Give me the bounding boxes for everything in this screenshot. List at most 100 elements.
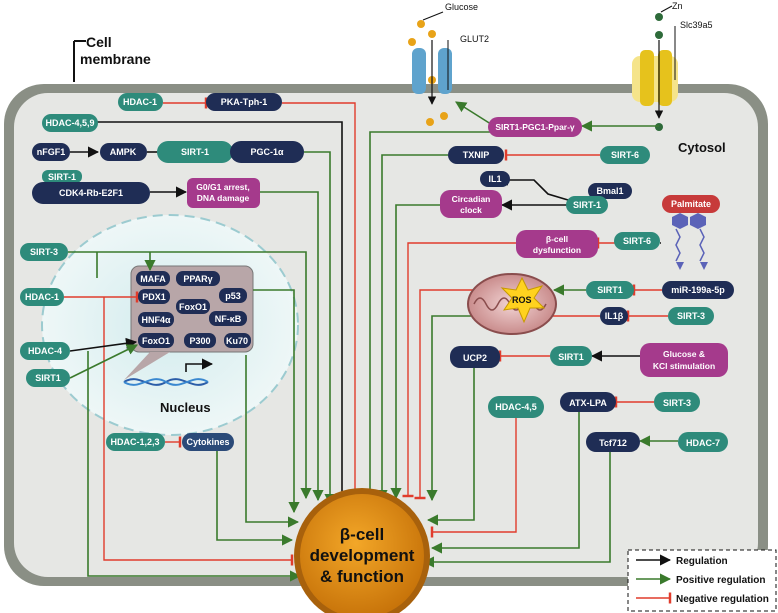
node-sirt1-left[interactable] bbox=[26, 369, 70, 387]
node-sirt1-c-label: SIRT-1 bbox=[573, 200, 601, 210]
hub-line-3: & function bbox=[320, 567, 404, 586]
node-ppary[interactable] bbox=[176, 271, 220, 286]
node-ucp2-label: UCP2 bbox=[463, 353, 487, 363]
node-sirt1-e-label: SIRT1 bbox=[558, 352, 584, 362]
node-bdysfunction-label-1: β-cell bbox=[546, 234, 568, 244]
beta-cell-hub: β-cell development & function bbox=[294, 488, 430, 613]
node-g0g1-label-2: DNA damage bbox=[197, 193, 250, 203]
node-circadian-label-2: clock bbox=[460, 205, 482, 215]
node-hnf4a-label: HNF4α bbox=[141, 315, 171, 325]
slc39a5-transporter bbox=[632, 5, 678, 131]
node-foxo1-a[interactable] bbox=[176, 299, 210, 314]
node-pgc1a-label: PGC-1α bbox=[250, 147, 284, 157]
node-il1-label: IL1 bbox=[488, 174, 501, 184]
node-txnip-label: TXNIP bbox=[463, 150, 490, 160]
node-sirt1-d-label: SIRT1 bbox=[597, 285, 623, 295]
node-sirt3-c[interactable] bbox=[654, 392, 700, 412]
node-txnip[interactable] bbox=[448, 146, 504, 164]
node-p53[interactable] bbox=[219, 288, 247, 303]
node-bmal1[interactable] bbox=[588, 183, 632, 199]
node-nfkb[interactable] bbox=[209, 311, 247, 326]
hub-line-2: development bbox=[310, 546, 415, 565]
node-sirt3-c-label: SIRT-3 bbox=[663, 398, 691, 408]
connection-lines bbox=[64, 97, 678, 582]
node-cdk4[interactable] bbox=[32, 182, 150, 204]
node-sirt6-a[interactable] bbox=[600, 146, 650, 164]
node-circadian-label-1: Circadian bbox=[452, 194, 491, 204]
node-mir-label: miR-199a-5p bbox=[671, 285, 725, 295]
node-ppary-label: PPARγ bbox=[183, 274, 212, 284]
node-pka[interactable] bbox=[206, 93, 282, 111]
node-ampk-label: AMPK bbox=[110, 147, 137, 157]
node-tcf712-label: Tcf712 bbox=[599, 438, 627, 448]
membrane-label: membrane bbox=[80, 51, 151, 67]
node-foxo1-b-label: FoxO1 bbox=[142, 336, 170, 346]
node-hdac1-left[interactable] bbox=[20, 288, 64, 306]
node-pgc1a[interactable] bbox=[230, 141, 304, 163]
hub-line-1: β-cell bbox=[340, 525, 384, 544]
node-sirt1-a-label: SIRT-1 bbox=[181, 147, 209, 157]
node-cdk4-label: CDK4-Rb-E2F1 bbox=[59, 188, 123, 198]
node-mafa[interactable] bbox=[136, 271, 170, 286]
legend-regulation: Regulation bbox=[676, 556, 728, 567]
node-hdac123-label: HDAC-1,2,3 bbox=[110, 437, 159, 447]
node-cytokines[interactable] bbox=[182, 433, 234, 451]
node-g0g1[interactable] bbox=[187, 178, 260, 208]
node-p300[interactable] bbox=[184, 333, 216, 348]
node-sirt3-b[interactable] bbox=[668, 307, 714, 325]
node-sirt3-left[interactable] bbox=[20, 243, 68, 261]
node-hdac7[interactable] bbox=[678, 432, 728, 452]
node-il1b-label: IL1β bbox=[605, 311, 624, 321]
node-hdac1-left-label: HDAC-1 bbox=[25, 292, 59, 302]
node-circadian[interactable] bbox=[440, 190, 502, 218]
dna-helix bbox=[123, 358, 214, 386]
node-hdac1-top-label: HDAC-1 bbox=[123, 97, 157, 107]
palmitate-lipid bbox=[672, 213, 708, 270]
node-ku70[interactable] bbox=[224, 333, 251, 348]
node-sirt3-b-label: SIRT-3 bbox=[677, 311, 705, 321]
node-sirt1-a[interactable] bbox=[157, 141, 233, 163]
node-palmitate[interactable] bbox=[662, 195, 720, 213]
zn-label: Zn bbox=[672, 1, 683, 11]
node-hdac123[interactable] bbox=[106, 433, 165, 451]
node-ampk[interactable] bbox=[100, 143, 147, 161]
node-sirt1-c[interactable] bbox=[566, 196, 608, 214]
cytosol-area bbox=[14, 93, 758, 577]
node-glucose-kcl-label-1: Glucose & bbox=[663, 349, 705, 359]
node-mafa-label: MAFA bbox=[140, 274, 166, 284]
node-sirt1-pgc[interactable] bbox=[488, 117, 582, 137]
node-sirt1-b[interactable] bbox=[42, 170, 82, 183]
cell-label: Cell bbox=[86, 34, 112, 50]
node-sirt6-b-label: SIRT-6 bbox=[623, 236, 651, 246]
node-hdac459[interactable] bbox=[42, 114, 98, 132]
node-hdac459-label: HDAC-4,5,9 bbox=[45, 118, 94, 128]
node-sirt1-e[interactable] bbox=[550, 346, 592, 366]
node-hdac4-left[interactable] bbox=[20, 342, 70, 360]
node-pdx1[interactable] bbox=[138, 289, 170, 304]
node-glucose-kcl[interactable] bbox=[640, 343, 728, 377]
node-ucp2[interactable] bbox=[450, 346, 500, 368]
node-atx[interactable] bbox=[560, 392, 616, 412]
node-mir[interactable] bbox=[662, 281, 734, 299]
node-foxo1-b[interactable] bbox=[138, 333, 174, 348]
node-sirt1-d[interactable] bbox=[586, 281, 634, 299]
node-hdac1-top[interactable] bbox=[118, 93, 163, 111]
node-p300-label: P300 bbox=[189, 336, 210, 346]
node-il1[interactable] bbox=[480, 171, 510, 187]
mitochondrion bbox=[467, 273, 557, 335]
node-tcf712[interactable] bbox=[586, 432, 640, 452]
node-sirt1-pgc-label: SIRT1-PGC1-Ppar-γ bbox=[495, 122, 575, 132]
node-hnf4a[interactable] bbox=[138, 312, 174, 327]
legend: Regulation Positive regulation Negative … bbox=[627, 549, 777, 612]
node-hdac45[interactable] bbox=[488, 396, 544, 418]
node-foxo1-a-label: FoxO1 bbox=[179, 302, 207, 312]
node-bdysfunction[interactable] bbox=[516, 230, 598, 258]
node-nfgf1[interactable] bbox=[32, 143, 70, 161]
glut2-transporter bbox=[408, 11, 452, 126]
nodes: HDAC-1 PKA-Tph-1 HDAC-4,5,9 nFGF1 AMPK S… bbox=[20, 93, 734, 452]
node-bdysfunction-label-2: dysfunction bbox=[533, 245, 581, 255]
nucleus-label: Nucleus bbox=[160, 400, 211, 415]
node-hdac4-left-label: HDAC-4 bbox=[28, 346, 62, 356]
node-sirt6-b[interactable] bbox=[614, 232, 660, 250]
node-il1b[interactable] bbox=[600, 307, 628, 325]
